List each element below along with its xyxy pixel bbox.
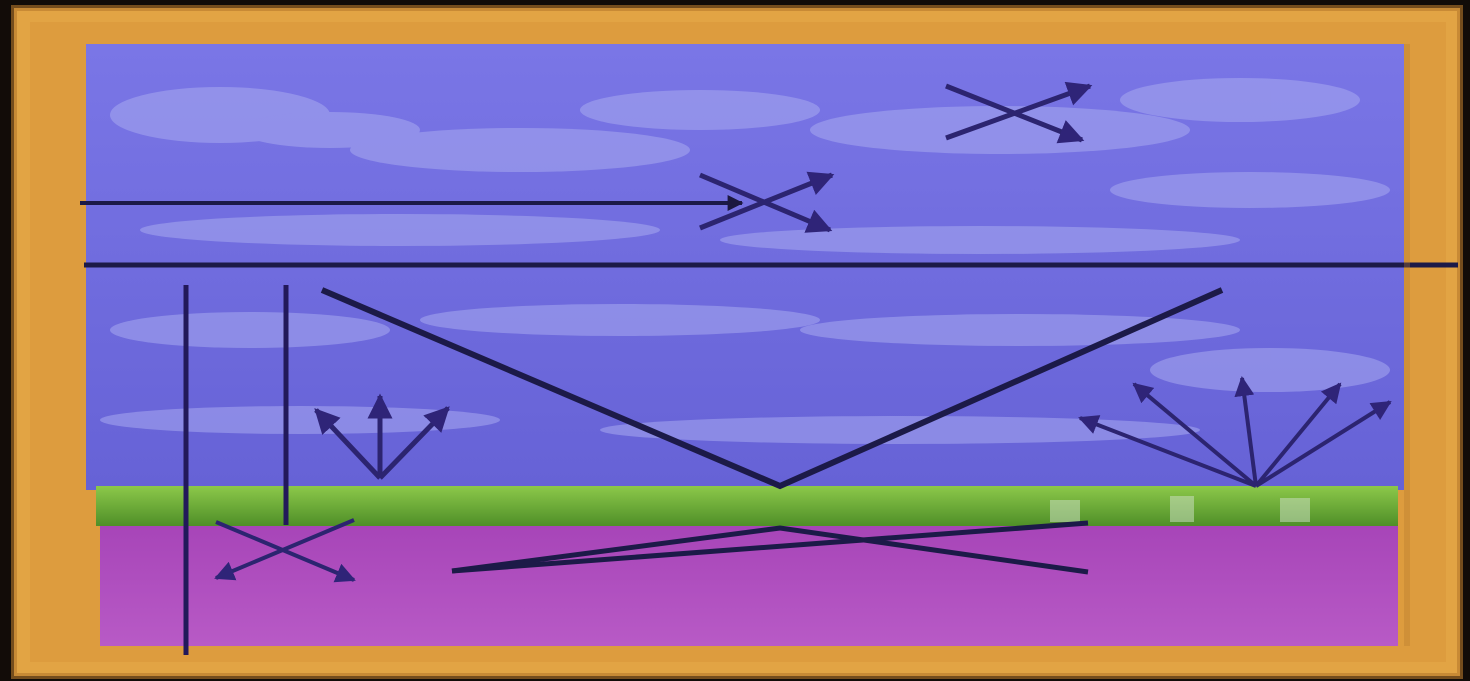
grass-strip <box>96 486 1398 526</box>
